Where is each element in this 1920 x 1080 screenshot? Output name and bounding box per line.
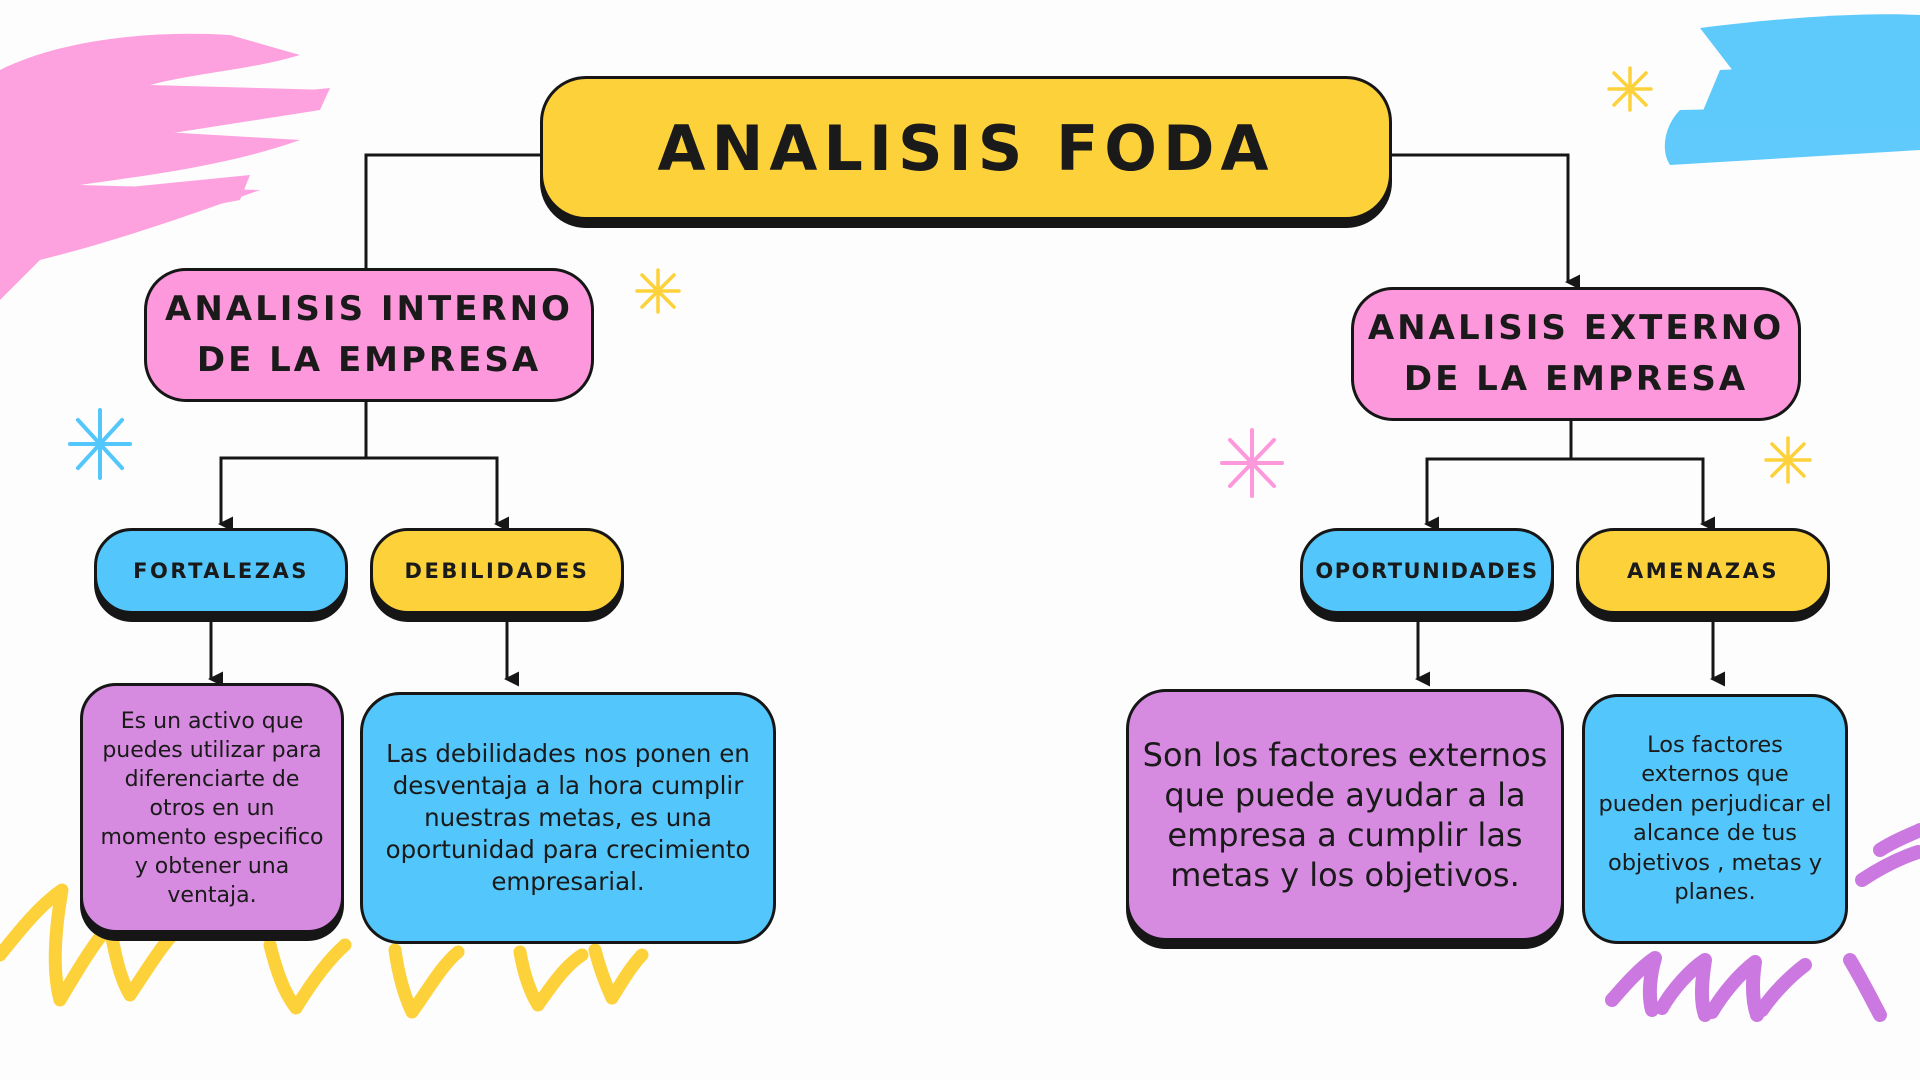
yellow-sparkle-icon	[1764, 436, 1812, 484]
yellow-scribble-decoration	[0, 883, 649, 1019]
connector-title-to-external	[1392, 153, 1580, 290]
opportunities-description: Son los factores externos que puede ayud…	[1126, 689, 1564, 941]
opportunities-label: OPORTUNIDADES	[1300, 528, 1554, 614]
strengths-label: FORTALEZAS	[94, 528, 348, 614]
yellow-sparkle-icon	[1607, 66, 1653, 112]
threats-label: AMENAZAS	[1576, 528, 1830, 614]
threats-description: Los factores externos que pueden perjudi…	[1582, 694, 1848, 944]
weaknesses-label: DEBILIDADES	[370, 528, 624, 614]
pink-brush-stroke-decoration	[0, 33, 330, 301]
connector-to-debilidades	[366, 456, 509, 532]
pink-sparkle-icon	[1220, 428, 1284, 498]
external-analysis-heading: ANALISIS EXTERNO DE LA EMPRESA	[1351, 287, 1801, 421]
connector-to-amenazas	[1571, 457, 1715, 532]
connector-to-oportunidades	[1424, 457, 1571, 532]
internal-analysis-heading: ANALISIS INTERNO DE LA EMPRESA	[144, 268, 594, 402]
blue-sparkle-icon	[68, 408, 132, 480]
purple-scribble-decoration	[1605, 823, 1920, 1022]
strengths-description: Es un activo que puedes utilizar para di…	[80, 683, 344, 933]
connector-to-fortalezas	[218, 456, 366, 532]
weaknesses-description: Las debilidades nos ponen en desventaja …	[360, 692, 776, 944]
yellow-sparkle-icon	[635, 268, 681, 314]
connector-title-to-internal	[363, 153, 540, 290]
diagram-title: ANALISIS FODA	[540, 76, 1392, 220]
blue-brush-stroke-decoration	[1664, 14, 1920, 165]
